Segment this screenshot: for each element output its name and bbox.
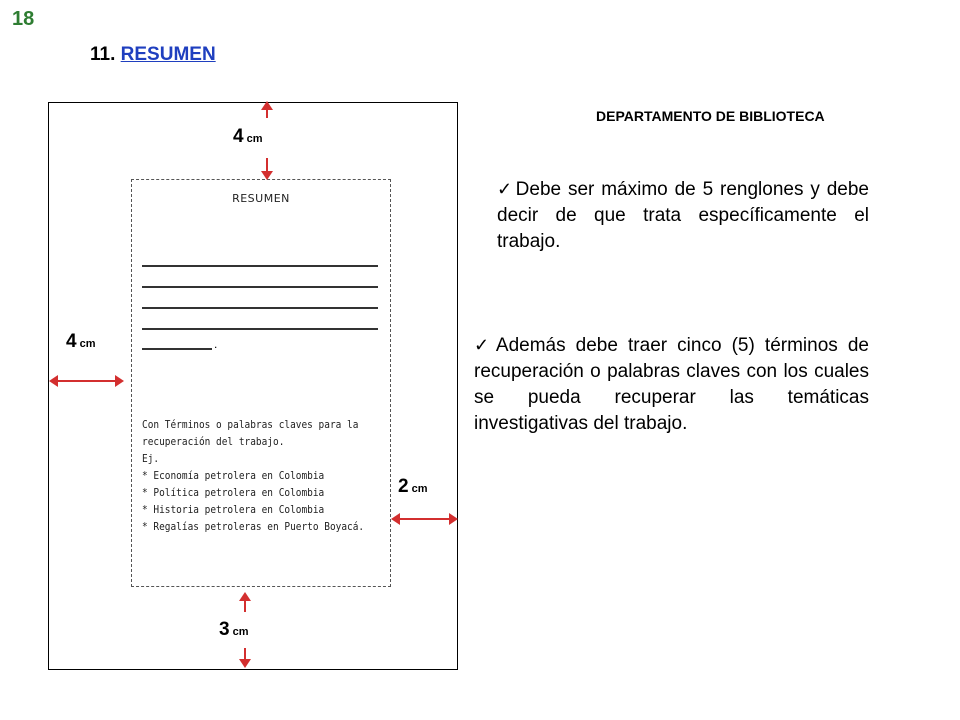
- keyword-item: * Historia petrolera en Colombia: [142, 503, 325, 516]
- section-title-link[interactable]: RESUMEN: [120, 44, 216, 65]
- right-margin-arrow: [398, 518, 450, 520]
- checkmark-icon: ✓: [497, 179, 514, 199]
- arrowhead-icon: [261, 101, 273, 110]
- slide-number: 18: [12, 8, 35, 30]
- placeholder-line: [142, 328, 378, 330]
- bottom-margin-arrow-up: [244, 598, 246, 612]
- bullet-text: Debe ser máximo de 5 renglones y debe de…: [497, 179, 869, 252]
- bullet-text: Además debe traer cinco (5) términos de …: [474, 335, 869, 434]
- arrowhead-icon: [261, 171, 273, 180]
- placeholder-end: .: [214, 337, 218, 351]
- bullet-keywords-rule: ✓Además debe traer cinco (5) términos de…: [474, 332, 869, 437]
- keywords-intro: Con Términos o palabras claves para la: [142, 418, 359, 431]
- arrowhead-icon: [49, 375, 58, 387]
- checkmark-icon: ✓: [474, 335, 494, 355]
- example-label: Ej.: [142, 452, 160, 465]
- left-margin-arrow: [56, 380, 116, 382]
- keyword-item: * Política petrolera en Colombia: [142, 486, 325, 499]
- department-label: DEPARTAMENTO DE BIBLIOTECA: [596, 108, 825, 124]
- placeholder-line: [142, 307, 378, 309]
- keywords-intro-cont: recuperación del trabajo.: [142, 435, 285, 448]
- keyword-item: * Regalías petroleras en Puerto Boyacá.: [142, 520, 365, 533]
- text-area: RESUMEN . Con Términos o palabras claves…: [131, 179, 391, 587]
- page-frame: [48, 102, 458, 670]
- section-heading: 11. RESUMEN: [90, 44, 216, 66]
- arrowhead-icon: [239, 659, 251, 668]
- placeholder-line: [142, 348, 212, 350]
- top-margin-arrow-down: [266, 158, 268, 174]
- keyword-item: * Economía petrolera en Colombia: [142, 469, 325, 482]
- placeholder-line: [142, 286, 378, 288]
- arrowhead-icon: [115, 375, 124, 387]
- top-margin-arrow-up: [266, 104, 268, 118]
- arrowhead-icon: [449, 513, 458, 525]
- placeholder-line: [142, 265, 378, 267]
- doc-body: Con Términos o palabras claves para la r…: [142, 416, 385, 535]
- arrowhead-icon: [391, 513, 400, 525]
- bullet-length-rule: ✓Debe ser máximo de 5 renglones y debe d…: [497, 176, 869, 255]
- bottom-margin-arrow-down: [244, 648, 246, 662]
- section-number: 11.: [90, 44, 116, 65]
- arrowhead-icon: [239, 592, 251, 601]
- doc-title: RESUMEN: [232, 192, 290, 205]
